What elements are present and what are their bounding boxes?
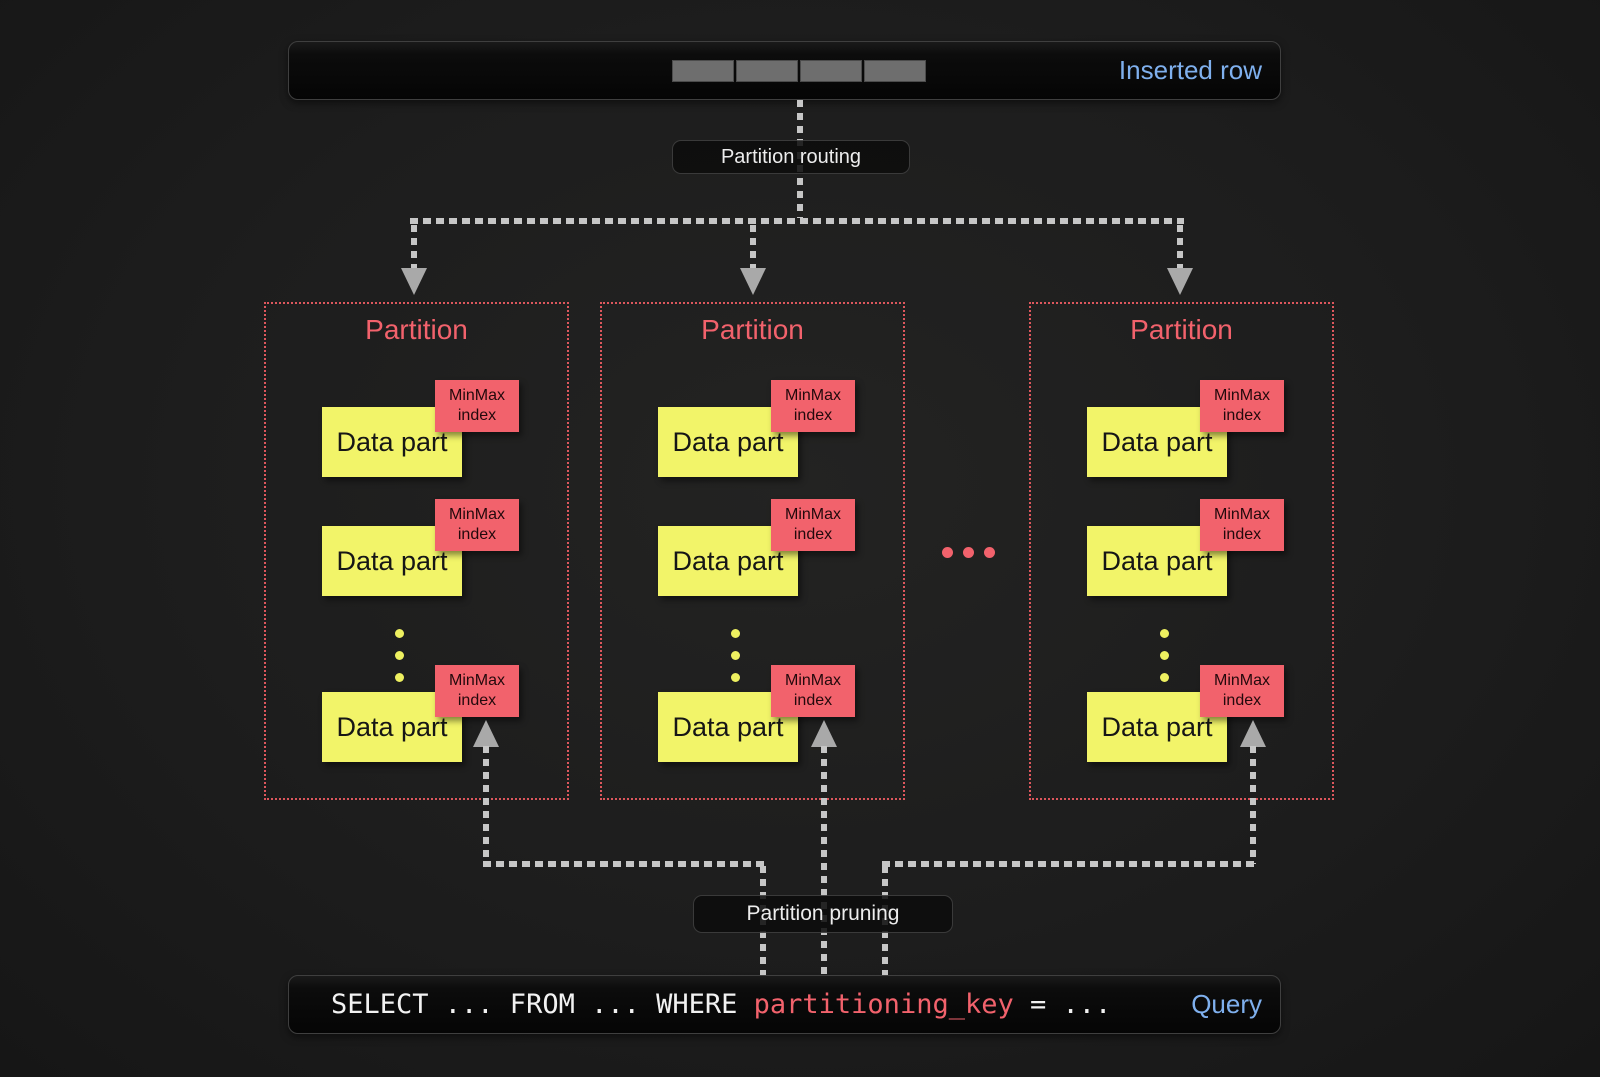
data-part-group: MinMax index Data part: [1087, 380, 1285, 477]
row-segment: [864, 60, 926, 82]
minmax-index-tag: MinMax index: [1200, 665, 1284, 717]
data-part-box: Data part: [1087, 692, 1227, 762]
data-part-group: MinMax index Data part: [658, 499, 856, 596]
data-part-group: MinMax index Data part: [322, 380, 520, 477]
branch-drop-line-2: [750, 225, 756, 269]
partition-box-3: Partition MinMax index Data part MinMax …: [1029, 302, 1334, 800]
partition-title: Partition: [1130, 314, 1233, 345]
minmax-index-tag: MinMax index: [435, 499, 519, 551]
data-part-group: MinMax index Data part: [1087, 499, 1285, 596]
sql-suffix: = ...: [1013, 989, 1112, 1020]
pruning-horizontal-left: [483, 861, 767, 867]
partition-box-1: Partition MinMax index Data part MinMax …: [264, 302, 569, 800]
sql-text: SELECT ... FROM ... WHERE partitioning_k…: [331, 989, 1111, 1020]
partition-pruning-label: Partition pruning: [746, 902, 900, 925]
inserted-row-bar: Inserted row: [288, 41, 1281, 100]
minmax-index-tag: MinMax index: [771, 665, 855, 717]
query-label: Query: [1191, 989, 1262, 1019]
sql-prefix: SELECT ... FROM ... WHERE: [331, 989, 754, 1020]
minmax-index-tag: MinMax index: [435, 380, 519, 432]
minmax-index-tag: MinMax index: [771, 499, 855, 551]
minmax-index-tag: MinMax index: [1200, 499, 1284, 551]
branch-drop-line-3: [1177, 225, 1183, 269]
data-part-group: MinMax index Data part: [322, 665, 520, 762]
minmax-index-tag: MinMax index: [435, 665, 519, 717]
partition-box-2: Partition MinMax index Data part MinMax …: [600, 302, 905, 800]
row-segment: [736, 60, 798, 82]
branch-horizontal-line: [410, 218, 1184, 224]
partition-title: Partition: [365, 314, 468, 345]
partition-routing-pill: Partition routing: [672, 140, 910, 174]
arrow-down-icon: [1167, 268, 1193, 295]
partition-pruning-pill: Partition pruning: [693, 895, 953, 933]
arrow-down-icon: [401, 268, 427, 295]
row-segment: [800, 60, 862, 82]
pruning-horizontal-right: [882, 861, 1256, 867]
arrow-down-icon: [740, 268, 766, 295]
branch-drop-line-1: [411, 225, 417, 269]
sql-partitioning-key: partitioning_key: [753, 989, 1014, 1020]
query-bar: SELECT ... FROM ... WHERE partitioning_k…: [288, 975, 1281, 1034]
minmax-index-tag: MinMax index: [1200, 380, 1284, 432]
row-segment: [672, 60, 734, 82]
data-part-group: MinMax index Data part: [658, 380, 856, 477]
data-part-group: MinMax index Data part: [1087, 665, 1285, 762]
inserted-row-label: Inserted row: [1118, 55, 1262, 85]
partition-title: Partition: [701, 314, 804, 345]
minmax-index-tag: MinMax index: [771, 380, 855, 432]
data-part-group: MinMax index Data part: [658, 665, 856, 762]
partition-routing-label: Partition routing: [720, 145, 862, 168]
data-part-group: MinMax index Data part: [322, 499, 520, 596]
inserted-row-segments: [672, 60, 926, 82]
